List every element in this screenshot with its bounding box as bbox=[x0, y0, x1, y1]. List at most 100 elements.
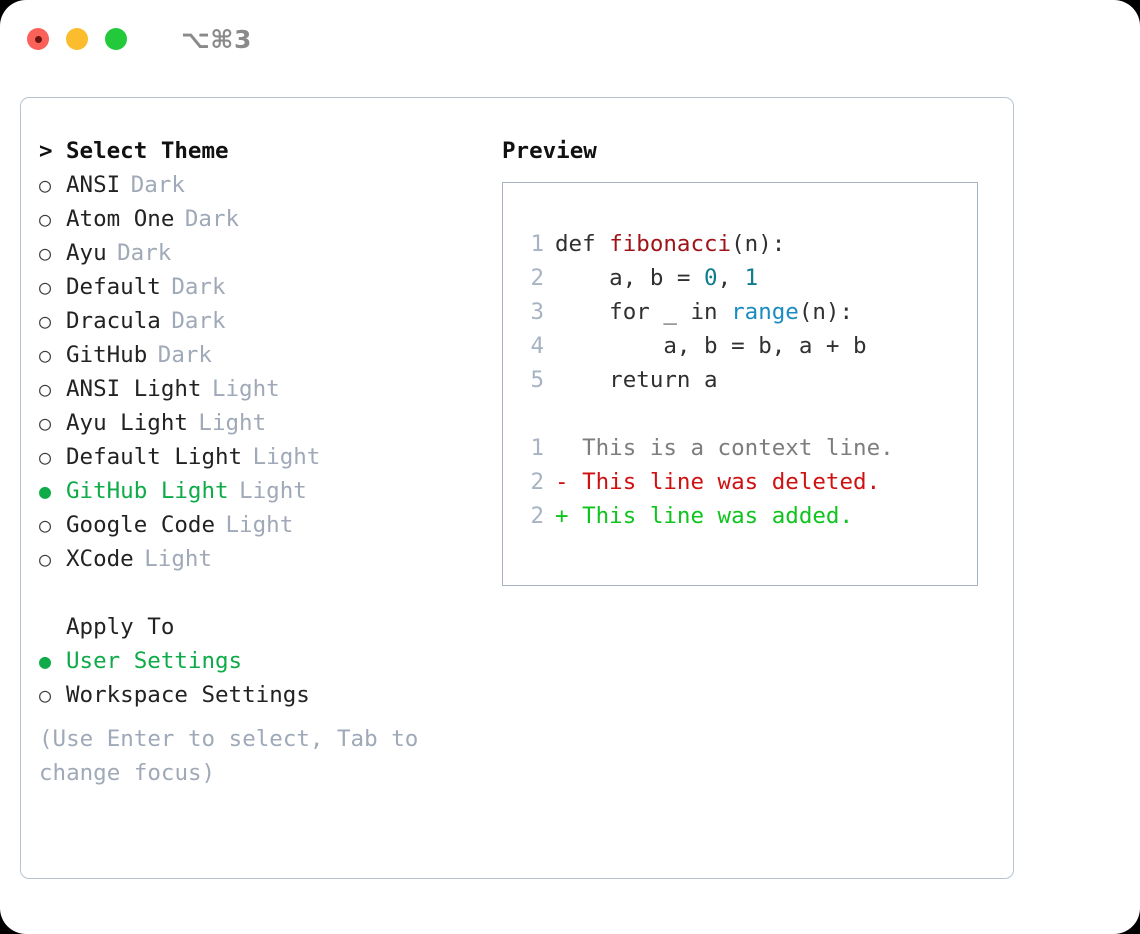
apply-to-header: Apply To bbox=[39, 610, 479, 644]
theme-name: GitHub Light bbox=[66, 478, 229, 504]
radio-selected-icon[interactable]: ● bbox=[39, 649, 52, 673]
apply-to-header-label: Apply To bbox=[66, 614, 175, 640]
radio-unselected-icon[interactable]: ○ bbox=[39, 275, 52, 299]
theme-list-header-label: Select Theme bbox=[66, 138, 229, 164]
theme-category-badge: Light bbox=[211, 376, 280, 402]
theme-category-badge: Dark bbox=[130, 172, 185, 198]
theme-list-item[interactable]: ○ Atom One Dark bbox=[39, 202, 479, 236]
traffic-lights bbox=[27, 28, 127, 50]
diff-text: This is a context line. bbox=[582, 435, 894, 461]
theme-category-badge: Light bbox=[252, 444, 321, 470]
theme-category-badge: Dark bbox=[171, 308, 226, 334]
diff-line: 1 This is a context line. bbox=[520, 431, 977, 465]
theme-category-badge: Light bbox=[144, 546, 212, 572]
code-token: a, b = bbox=[555, 265, 705, 291]
radio-unselected-icon[interactable]: ○ bbox=[39, 241, 52, 265]
diff-marker: - bbox=[555, 469, 583, 495]
theme-list-item[interactable]: ○ ANSI Light Light bbox=[39, 372, 479, 406]
radio-unselected-icon[interactable]: ○ bbox=[39, 173, 52, 197]
radio-unselected-icon[interactable]: ○ bbox=[39, 207, 52, 231]
theme-name: Atom One bbox=[66, 206, 175, 232]
zoom-button[interactable] bbox=[105, 28, 127, 50]
theme-list-item[interactable]: ○ Ayu Light Light bbox=[39, 406, 479, 440]
apply-to-label: Workspace Settings bbox=[66, 682, 310, 708]
close-button[interactable] bbox=[27, 28, 49, 50]
theme-category-badge: Dark bbox=[157, 342, 212, 368]
theme-name: Ayu bbox=[66, 240, 107, 266]
code-token: 1 bbox=[744, 265, 759, 291]
theme-list-item[interactable]: ○ Dracula Dark bbox=[39, 304, 479, 338]
code-token: range bbox=[731, 299, 799, 325]
theme-category-badge: Dark bbox=[171, 274, 226, 300]
radio-selected-icon[interactable]: ● bbox=[39, 479, 52, 503]
theme-name: Ayu Light bbox=[66, 410, 188, 436]
apply-to-item[interactable]: ○ Workspace Settings bbox=[39, 678, 479, 712]
theme-category-badge: Dark bbox=[184, 206, 240, 232]
line-number: 2 bbox=[530, 469, 544, 495]
code-line: 5 return a bbox=[520, 363, 977, 397]
line-number: 2 bbox=[530, 503, 544, 529]
theme-name: ANSI bbox=[66, 172, 121, 198]
apply-to-list: ● User Settings ○ Workspace Settings bbox=[39, 644, 479, 712]
code-token: def bbox=[555, 231, 610, 257]
radio-unselected-icon[interactable]: ○ bbox=[39, 411, 52, 435]
radio-unselected-icon[interactable]: ○ bbox=[39, 683, 52, 707]
theme-list-item[interactable]: ○ Ayu Dark bbox=[39, 236, 479, 270]
theme-list-item[interactable]: ○ Default Light Light bbox=[39, 440, 479, 474]
theme-list-header: > Select Theme bbox=[39, 134, 479, 168]
title-bar: ⌥⌘3 bbox=[0, 0, 1140, 78]
diff-line: 2 + This line was added. bbox=[520, 499, 977, 533]
theme-category-badge: Light bbox=[225, 512, 294, 538]
minimize-button[interactable] bbox=[66, 28, 88, 50]
theme-name: XCode bbox=[66, 546, 134, 572]
line-number: 3 bbox=[530, 299, 544, 325]
window-shortcut-label: ⌥⌘3 bbox=[181, 24, 252, 54]
radio-unselected-icon[interactable]: ○ bbox=[39, 309, 52, 333]
code-token: for _ in bbox=[555, 299, 732, 325]
radio-unselected-icon[interactable]: ○ bbox=[39, 343, 52, 367]
code-token: a, b = b, a + b bbox=[555, 333, 867, 359]
theme-name: Dracula bbox=[66, 308, 161, 334]
theme-name: Default Light bbox=[66, 444, 243, 470]
diff-marker: + bbox=[555, 503, 583, 529]
line-number: 2 bbox=[530, 265, 544, 291]
radio-unselected-icon[interactable]: ○ bbox=[39, 513, 52, 537]
diff-text: This line was added. bbox=[582, 503, 854, 529]
code-line: 3 for _ in range(n): bbox=[520, 295, 977, 329]
line-number: 1 bbox=[530, 231, 544, 257]
code-line: 4 a, b = b, a + b bbox=[520, 329, 977, 363]
line-number: 5 bbox=[530, 367, 544, 393]
apply-to-label: User Settings bbox=[66, 648, 243, 674]
caret-icon: > bbox=[39, 138, 53, 164]
radio-unselected-icon[interactable]: ○ bbox=[39, 547, 52, 571]
diff-text: This line was deleted. bbox=[582, 469, 881, 495]
keyboard-hint: (Use Enter to select, Tab to change focu… bbox=[39, 726, 419, 786]
radio-unselected-icon[interactable]: ○ bbox=[39, 377, 52, 401]
code-line: 2 a, b = 0, 1 bbox=[520, 261, 977, 295]
section-spacer bbox=[39, 576, 479, 610]
theme-list-item[interactable]: ○ ANSI Dark bbox=[39, 168, 479, 202]
code-token: 0 bbox=[704, 265, 718, 291]
preview-title: Preview bbox=[502, 138, 597, 164]
radio-unselected-icon[interactable]: ○ bbox=[39, 445, 52, 469]
theme-list-item[interactable]: ○ XCode Light bbox=[39, 542, 479, 576]
code-token: , bbox=[717, 265, 745, 291]
apply-to-item[interactable]: ● User Settings bbox=[39, 644, 479, 678]
code-token: (n): bbox=[731, 231, 786, 257]
preview-diff-block: 1 This is a context line.2- This line wa… bbox=[520, 431, 977, 533]
theme-name: ANSI Light bbox=[66, 376, 202, 402]
diff-marker bbox=[555, 435, 582, 461]
theme-category-badge: Light bbox=[198, 410, 267, 436]
theme-category-badge: Dark bbox=[117, 240, 172, 266]
diff-line: 2- This line was deleted. bbox=[520, 465, 977, 499]
